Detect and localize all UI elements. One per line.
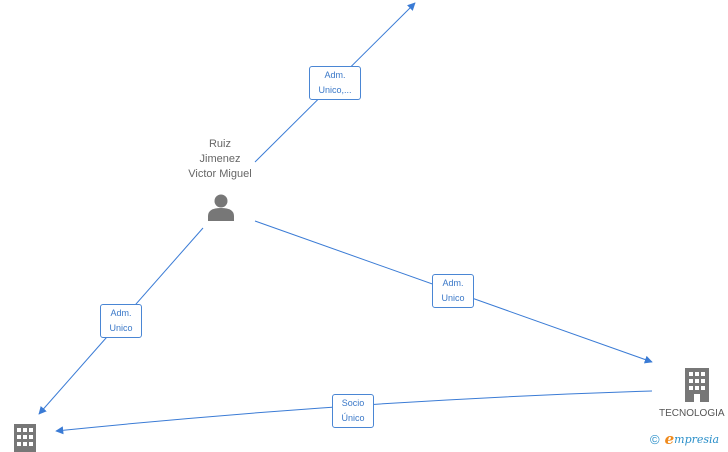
- copyright-symbol: ©: [650, 431, 660, 447]
- person-node-name[interactable]: Ruiz Jimenez Victor Miguel: [170, 137, 270, 182]
- edge-label-line: Adm.: [110, 308, 132, 318]
- company-node-label[interactable]: TECNOLOGIA: [659, 408, 725, 419]
- edge-label-line: Adm.: [324, 70, 346, 80]
- edge-label-line: Unico: [109, 323, 133, 333]
- person-name-line: Jimenez: [199, 153, 241, 165]
- edge-label-line: Adm.: [442, 278, 464, 288]
- empresia-brand: © e mpresia: [650, 430, 719, 448]
- person-icon[interactable]: [206, 192, 236, 222]
- edge-label-adm-unico-left[interactable]: Adm. Unico: [100, 304, 142, 338]
- edge-label-line: Unico: [441, 293, 465, 303]
- edge-label-line: Unico,...: [318, 85, 352, 95]
- edge-label-adm-unico-right[interactable]: Adm. Unico: [432, 274, 474, 308]
- person-name-line: Victor Miguel: [188, 168, 252, 180]
- edge-label-socio-unico[interactable]: Socio Único: [332, 394, 374, 428]
- brand-logo-text: mpresia: [674, 432, 720, 446]
- building-icon[interactable]: [12, 424, 38, 452]
- person-name-line: Ruiz: [208, 138, 231, 150]
- edge-label-line: Socio: [341, 398, 365, 408]
- edge-label-line: Único: [341, 413, 365, 423]
- edge-label-adm-unico-top[interactable]: Adm. Unico,...: [309, 66, 361, 100]
- brand-logo-initial: e: [664, 430, 675, 448]
- building-icon[interactable]: [683, 368, 711, 402]
